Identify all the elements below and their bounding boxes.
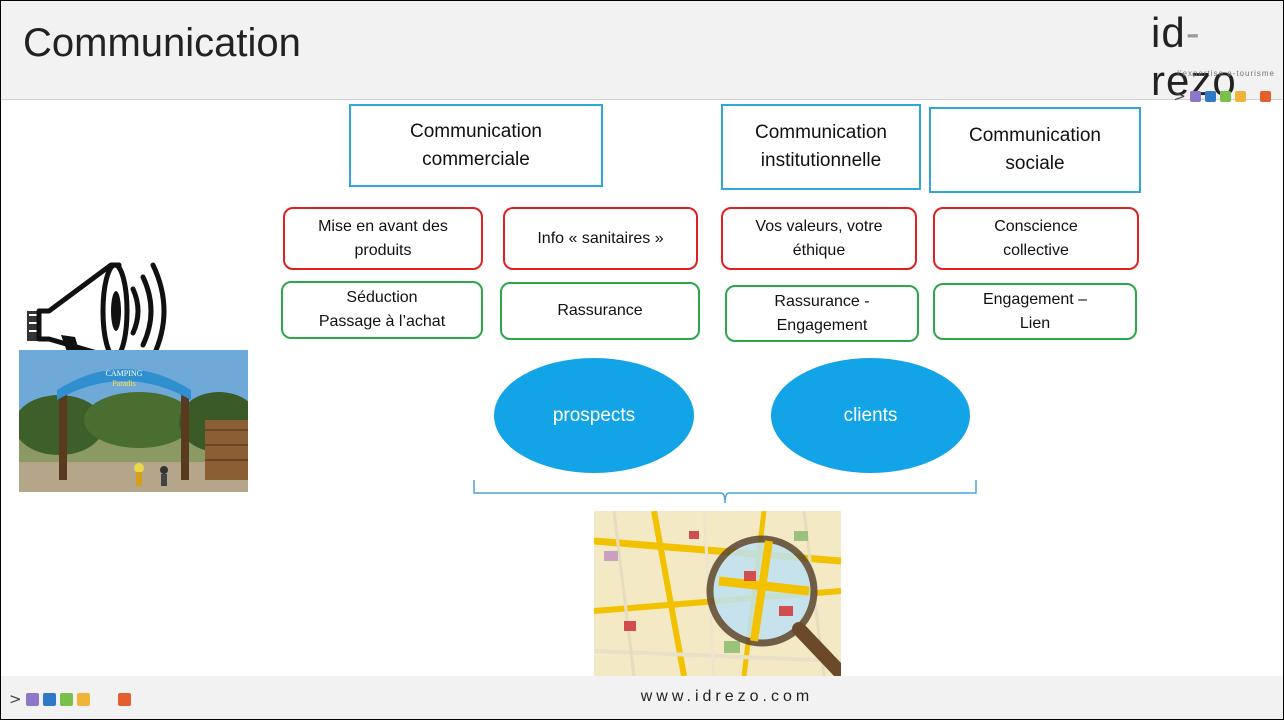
green-square-icon — [59, 692, 73, 706]
header-band: Communication id-rezo l'expertise e-tour… — [1, 1, 1283, 105]
footer-url: www.idrezo.com — [640, 688, 814, 705]
footer-squares: > — [9, 690, 135, 708]
ellipse-prospects: prospects — [494, 358, 694, 473]
slide-title: Communication — [23, 21, 301, 65]
blue-square-icon — [42, 692, 56, 706]
column-header-sociale: Communication sociale — [929, 107, 1141, 193]
box-mise-en-avant: Mise en avant des produits — [283, 207, 483, 270]
blue-square-icon — [1205, 90, 1216, 102]
purple-square-icon — [25, 692, 39, 706]
megaphone-icon — [27, 262, 167, 363]
logo-dash: - — [1185, 9, 1201, 56]
box-valeurs-ethique: Vos valeurs, votre éthique — [721, 207, 917, 270]
camping-sign-line2: Paradis — [112, 379, 136, 388]
box-rassurance: Rassurance — [500, 282, 700, 340]
box-engagement-lien: Engagement – Lien — [933, 283, 1137, 340]
green-square-icon — [1220, 90, 1231, 102]
map-magnifier-photo — [594, 511, 841, 676]
footer-band: > www.idrezo.com — [1, 676, 1283, 719]
ellipse-clients: clients — [771, 358, 970, 473]
yellow-square-icon — [1235, 90, 1246, 102]
column-header-institutionnelle: Communication institutionnelle — [721, 104, 921, 190]
box-info-sanitaires: Info « sanitaires » — [503, 207, 698, 270]
purple-square-icon — [1190, 90, 1201, 102]
box-rassurance-engagement: Rassurance - Engagement — [725, 285, 919, 342]
logo-name-a: id — [1151, 9, 1186, 56]
grouping-bracket — [473, 480, 977, 504]
camping-entrance-photo: CAMPING Paradis — [19, 350, 248, 492]
logo-tagline: l'expertise e-tourisme — [1177, 69, 1275, 78]
chevron-right-icon: > — [1173, 87, 1186, 105]
box-seduction: Séduction Passage à l’achat — [281, 281, 483, 339]
orange-square-icon — [117, 692, 131, 706]
logo-squares: > — [1173, 87, 1275, 105]
idrezo-logo: id-rezo l'expertise e-tourisme > — [1151, 9, 1281, 105]
column-header-commerciale: Communication commerciale — [349, 104, 603, 187]
orange-square-icon — [1260, 90, 1271, 102]
chevron-right-icon: > — [9, 690, 22, 708]
yellow-square-icon — [76, 692, 90, 706]
box-conscience-collective: Conscience collective — [933, 207, 1139, 270]
camping-sign-line1: CAMPING — [106, 369, 143, 378]
